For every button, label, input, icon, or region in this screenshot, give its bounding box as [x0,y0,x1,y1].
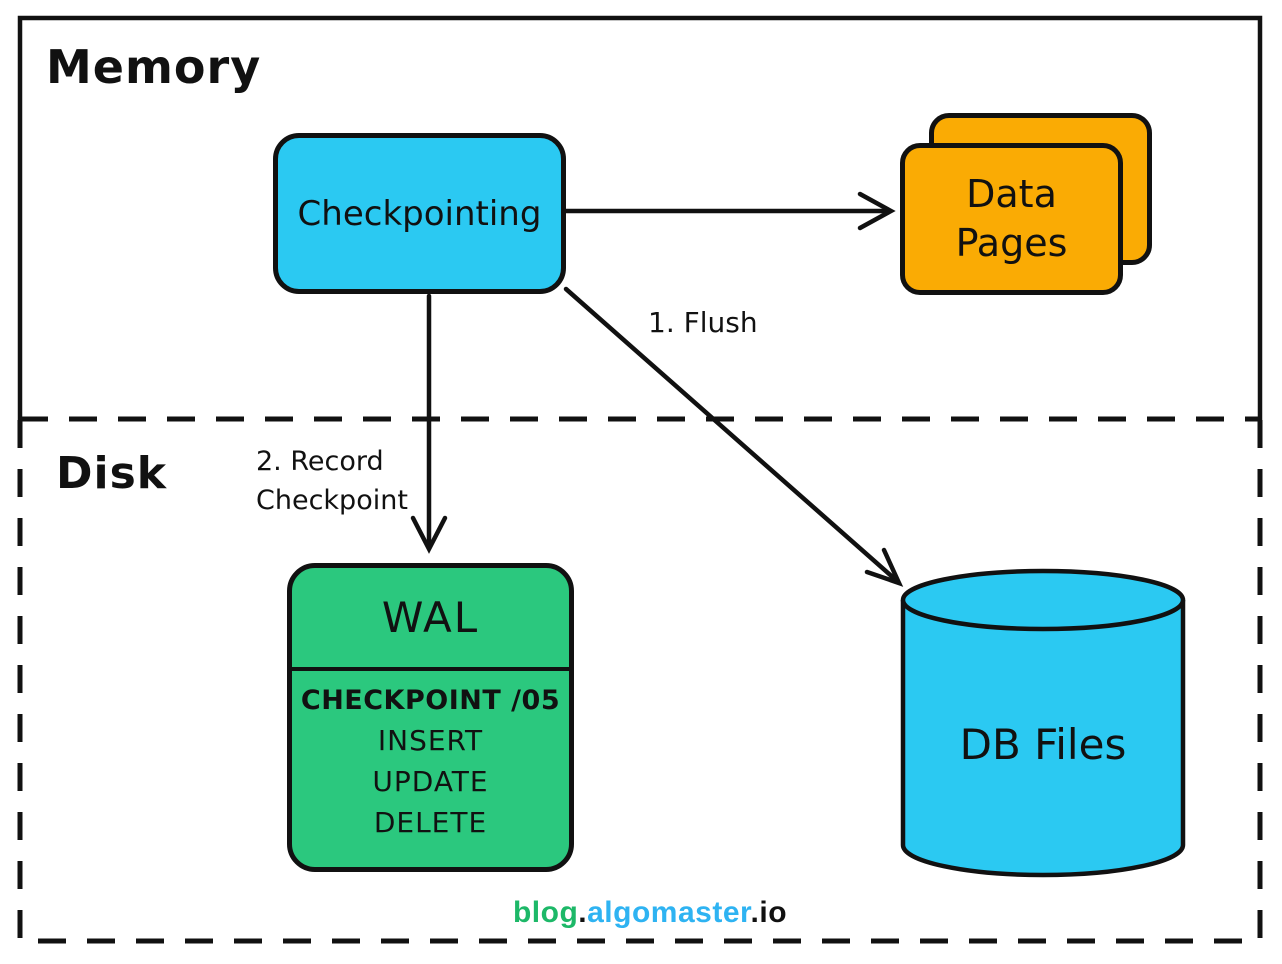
wal-title: WAL [381,593,480,642]
record-checkpoint-edge-label: 2. Record Checkpoint [256,446,408,517]
record-checkpoint-arrow [410,293,448,554]
data-pages-label-line2: Pages [955,221,1068,265]
wal-entry-checkpoint: CHECKPOINT /05 [300,685,561,716]
watermark-dot2: . [750,896,760,929]
flush-edge-label: 1. Flush [648,306,758,339]
db-files-label: DB Files [959,720,1127,769]
watermark-blog: blog [512,896,579,929]
checkpointing-to-datapages-arrow [563,191,896,231]
db-files-cylinder-top [900,568,1186,632]
wal-entry-list: CHECKPOINT /05 INSERT UPDATE DELETE [292,671,569,839]
flush-arrow [563,286,904,587]
memory-region-label: Memory [46,40,262,94]
disk-region-label: Disk [56,448,168,499]
checkpointing-label: Checkpointing [297,193,542,234]
disk-region-dashed-border [17,416,1263,944]
data-pages-label-line1: Data [966,171,1057,216]
watermark-algomaster: algomaster [587,896,751,929]
wal-entry-insert: INSERT [377,724,484,757]
watermark-io: io [759,896,788,929]
wal-entry-delete: DELETE [373,806,488,839]
data-pages-node[interactable]: Data Pages [900,143,1123,295]
memory-region-border [17,15,1263,420]
db-files-cylinder-body [900,600,1186,878]
db-files-node[interactable] [900,568,1186,878]
wal-divider [292,667,569,671]
watermark: blog.algomaster.io [340,896,960,930]
watermark-dot1: . [578,896,588,929]
checkpointing-node[interactable]: Checkpointing [273,133,566,294]
wal-node[interactable]: WAL CHECKPOINT /05 INSERT UPDATE DELETE [287,563,574,872]
wal-entry-update: UPDATE [372,765,489,798]
